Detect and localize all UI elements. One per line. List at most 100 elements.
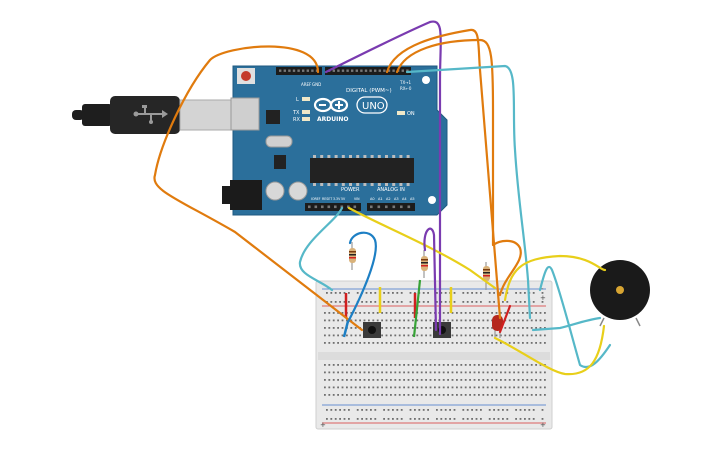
wire-cyan-buzzer-2[interactable] [531,316,602,332]
wire-yellow-5v[interactable] [347,206,497,290]
wire-yellow-buzzer-bottom[interactable] [493,324,606,376]
bb-hole [495,379,498,381]
bb-hole [462,301,465,303]
wire-yellow-buzzer-top[interactable] [503,254,607,302]
push-button-cap[interactable] [368,326,376,334]
long-wires[interactable] [153,20,612,376]
reset-button[interactable] [241,71,251,81]
bb-hole [478,342,480,344]
bb-hole [522,386,524,389]
chip-pin [356,155,360,158]
regulator-chip [274,155,286,169]
bb-hole [500,386,502,389]
usb-cable[interactable] [72,96,236,134]
buzzer-lead [599,317,605,327]
bb-hole [460,386,463,389]
bb-hole [447,394,449,396]
bb-hole [466,409,469,411]
bb-hole [497,418,500,420]
bb-hole [403,312,405,314]
bb-hole [522,394,524,396]
bb-hole [409,292,412,294]
bb-hole [390,327,392,329]
bb-hole [354,334,357,337]
wire-orange-left[interactable] [153,45,364,332]
bb-hole [539,386,542,389]
bb-hole [341,379,344,381]
header-hole [308,205,311,209]
bb-hole [440,301,443,303]
bb-hole [508,312,511,314]
bb-hole [469,394,471,396]
bb-hole [359,312,361,314]
bb-hole [535,334,537,337]
bb-hole [356,409,359,411]
jumper-blue[interactable] [342,320,350,338]
wire-orange-loop[interactable] [395,38,522,297]
resistor-3[interactable] [483,262,490,290]
bb-hole [412,327,414,329]
bb-hole [392,418,394,420]
wire-cyan-gnd[interactable] [298,206,344,292]
bb-hole [348,301,350,303]
led-on [397,111,405,115]
chip-pin [363,183,367,186]
bb-hole [422,418,425,420]
arduino-board[interactable]: L TX RX ON ARDUINO UNO DIGITAL (PWM~) AR… [222,65,448,216]
breadboard-holes[interactable] [324,292,546,420]
jumper-green[interactable] [412,279,422,338]
wire-blue-loop[interactable] [346,231,377,324]
bb-hole [517,312,520,314]
wire-purple-long[interactable] [324,20,442,336]
wire-cyan-buzzer[interactable] [538,265,612,369]
push-button-1[interactable] [363,322,381,338]
bb-hole [412,342,414,344]
header-hole [385,205,388,209]
bb-hole [493,418,495,420]
bb-hole [436,301,438,303]
digital-header-holes[interactable] [279,69,409,72]
bb-hole [359,334,361,337]
bb-hole [517,342,520,344]
bb-hole [346,334,348,337]
usb-cable-end [72,110,84,120]
resistor-1[interactable] [349,242,356,270]
bb-hole [475,409,478,411]
bb-hole [429,342,432,344]
chip-pin [392,183,396,186]
bb-hole [390,364,392,366]
bb-hole [442,371,445,374]
bb-hole [539,371,542,374]
bb-hole [451,334,454,337]
breadboard[interactable]: + - + + [315,280,553,430]
bb-hole [500,371,502,374]
bb-hole [469,371,471,374]
bb-hole [488,292,491,294]
bb-hole [425,364,427,366]
piezo-buzzer[interactable] [590,260,650,327]
bb-hole [412,312,414,314]
wire-orange-right[interactable] [385,28,502,320]
wire-purple-short[interactable] [423,227,438,332]
bb-hole [385,364,388,366]
bb-hole [341,334,344,337]
bb-hole [429,334,432,337]
bb-hole [442,394,445,396]
power-header-holes[interactable] [308,205,411,209]
wire-cyan-top[interactable] [405,64,532,320]
chip-pin [341,155,345,158]
jumper-wires[interactable] [342,279,453,338]
bb-hole [372,379,375,381]
bb-hole [365,409,368,411]
bb-hole [508,371,511,374]
bb-hole [544,312,546,314]
buzzer-lead [635,317,641,327]
resistor-2[interactable] [421,250,428,278]
a4-label: A4 [402,197,407,201]
bb-hole [473,394,476,396]
wire-red-led[interactable] [498,304,512,334]
bb-hole [350,334,353,337]
bb-hole [363,312,366,314]
